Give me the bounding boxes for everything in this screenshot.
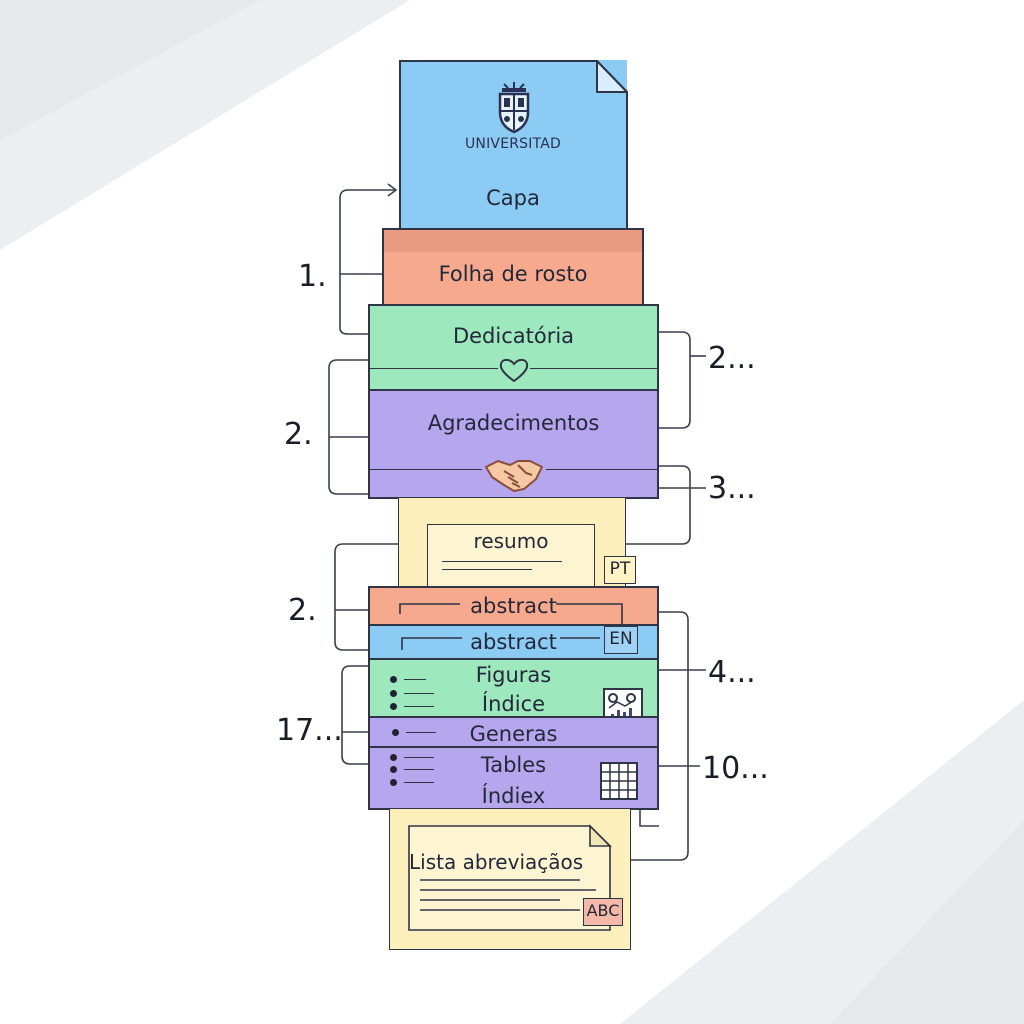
tables-line-1: Tables: [480, 753, 547, 777]
capa-brand: UNIVERSITAD: [464, 136, 562, 152]
heart-icon: [499, 358, 529, 383]
resumo-pt-tag: PT: [604, 556, 636, 584]
annotation-right-3: 3...: [708, 471, 756, 506]
generas-card[interactable]: Generas: [368, 716, 659, 748]
annotation-right-2: 2...: [708, 341, 756, 376]
dedicatoria-card[interactable]: Dedicatória: [368, 304, 659, 392]
resumo-label: resumo: [473, 529, 549, 553]
abstract-label-1: abstract: [470, 594, 557, 618]
agradecimentos-rule-right: [546, 469, 657, 470]
dedicatoria-rule-right: [530, 368, 657, 369]
lista-label: Lista abreviaçãos: [409, 850, 584, 874]
folha-de-rosto-card[interactable]: Folha de rosto: [382, 228, 644, 306]
lista-abc-tag: ABC: [583, 898, 623, 926]
folha-de-rosto-label: Folha de rosto: [438, 262, 588, 286]
agradecimentos-card[interactable]: Agradecimentos: [368, 389, 659, 499]
capa-label: Capa: [486, 186, 540, 210]
dedicatoria-rule-left: [370, 368, 498, 369]
figuras-line-2: Índice: [481, 692, 546, 716]
lista-abreviacoes-card[interactable]: [389, 808, 631, 950]
resumo-inner-box: resumo: [427, 524, 595, 590]
annotation-right-4: 4...: [708, 655, 756, 690]
list-bullets-icon-2: [390, 752, 440, 792]
abstract-en-tag: EN: [604, 626, 638, 654]
crest-icon: [498, 82, 530, 134]
grid-icon: [600, 762, 638, 800]
tables-index-card[interactable]: Tables Índiex: [368, 746, 659, 810]
generas-label: Generas: [469, 722, 558, 746]
agradecimentos-rule-left: [370, 469, 482, 470]
annotation-right-10: 10...: [702, 751, 769, 786]
dedicatoria-label: Dedicatória: [452, 324, 575, 348]
figuras-line-1: Figuras: [475, 663, 552, 687]
annotation-left-17: 17...: [276, 713, 343, 748]
handshake-icon: [485, 460, 543, 492]
annotation-left-2b: 2.: [288, 593, 317, 628]
annotation-left-1: 1.: [298, 259, 327, 294]
resumo-card[interactable]: resumo: [398, 497, 626, 590]
agradecimentos-label: Agradecimentos: [427, 411, 600, 435]
abstract-card-1[interactable]: abstract: [368, 586, 659, 626]
tables-line-2: Índiex: [481, 784, 546, 808]
list-bullets-icon: [390, 674, 440, 714]
annotation-left-2a: 2.: [284, 417, 313, 452]
